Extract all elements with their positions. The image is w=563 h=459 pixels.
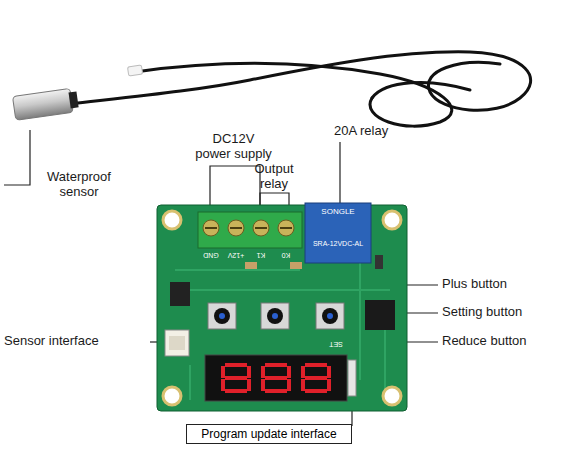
push-button (261, 303, 289, 329)
callout-label: Sensor interface (4, 334, 150, 349)
pcb-board (383, 211, 401, 229)
leader-line (4, 130, 30, 185)
terminal-block (198, 212, 302, 248)
silkscreen-text: +12V (225, 251, 247, 259)
seven-segment-display (265, 389, 287, 393)
sensor-connector (169, 336, 185, 350)
sensor-connector (165, 330, 189, 356)
push-button (322, 308, 338, 324)
push-button (219, 313, 225, 319)
seven-segment-display (301, 366, 305, 378)
sensor-cable (135, 63, 452, 126)
seven-segment-display (287, 366, 291, 378)
seven-segment-display (221, 379, 225, 391)
pcb-board (163, 211, 181, 229)
sensor-cable (372, 82, 470, 98)
seven-segment-display (225, 389, 247, 393)
smd-components (375, 255, 383, 269)
seven-segment-display (205, 355, 347, 401)
sensor-probe (69, 91, 79, 108)
leader-line (339, 142, 340, 205)
seven-segment-display (205, 355, 347, 401)
pcb-board (175, 240, 390, 400)
callout-label: 20A relay (334, 124, 414, 139)
cable-tip (128, 65, 143, 76)
callout-label: Plus button (442, 277, 552, 292)
seven-segment-display (265, 363, 287, 367)
seven-segment-display (247, 366, 251, 378)
push-button (327, 313, 333, 319)
push-button (316, 303, 344, 329)
push-button (267, 308, 283, 324)
push-button (272, 313, 278, 319)
pcb-board (383, 387, 401, 405)
program-header (348, 360, 356, 396)
callout-box: Program update interface (186, 424, 352, 444)
silkscreen-text: SET (323, 340, 349, 348)
pcb-board (163, 387, 181, 405)
smd-components (245, 262, 257, 269)
silkscreen-text: GND (200, 251, 222, 259)
seven-segment-display (225, 363, 247, 367)
callout-label: Reduce button (442, 334, 557, 349)
sensor-connector (165, 330, 189, 356)
sensor-probe (12, 88, 79, 121)
callout-label: Setting button (442, 305, 557, 320)
leader-line (4, 130, 438, 426)
relay-body (305, 203, 371, 263)
smd-components (170, 282, 190, 306)
cable-tip (128, 65, 143, 76)
seven-segment-display (327, 366, 331, 378)
sensor-cable (70, 52, 531, 111)
callout-label: Output relay (248, 162, 300, 191)
callout-label: Waterproof sensor (33, 170, 125, 199)
seven-segment-display (225, 376, 247, 380)
sensor-cable (70, 52, 531, 126)
push-button (208, 303, 344, 329)
seven-segment-display (261, 379, 265, 391)
terminal-block (205, 227, 292, 229)
seven-segment-display (265, 376, 287, 380)
seven-segment-display (287, 379, 291, 391)
seven-segment-display (261, 366, 265, 378)
relay-marking: SONGLE (308, 208, 368, 217)
smd-components (290, 262, 302, 269)
callout-label: DC12V power supply (194, 132, 273, 161)
silkscreen-text: K0 (275, 251, 297, 259)
seven-segment-display (305, 389, 327, 393)
seven-segment-display (305, 363, 327, 367)
push-button (214, 308, 230, 324)
silkscreen-text: K1 (250, 251, 272, 259)
relay-marking: SRA-12VDC-AL (308, 240, 368, 248)
seven-segment-display (221, 363, 331, 393)
seven-segment-display (327, 379, 331, 391)
seven-segment-display (247, 379, 251, 391)
program-header (348, 360, 356, 396)
relay-body (305, 203, 371, 263)
terminal-block (198, 212, 302, 248)
push-button (208, 303, 236, 329)
seven-segment-display (221, 366, 225, 378)
seven-segment-display (301, 379, 305, 391)
callout-label: Program update interface (190, 427, 348, 441)
sensor-probe (12, 88, 73, 120)
seven-segment-display (305, 376, 327, 380)
smd-components (365, 300, 395, 330)
smd-components (170, 255, 395, 330)
